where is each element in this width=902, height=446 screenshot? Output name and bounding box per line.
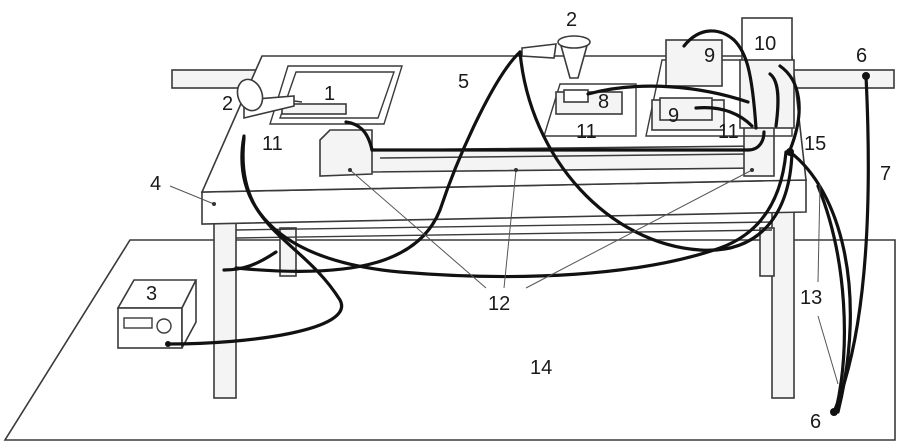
- label-ground-top: 6: [856, 45, 867, 67]
- label-sample: 1: [324, 83, 335, 105]
- horn-top: [521, 35, 591, 79]
- sample-plate-right: [645, 59, 793, 137]
- power-supply: [116, 279, 198, 349]
- label-horn-left: 2: [222, 93, 233, 115]
- leader-lines: [169, 169, 839, 385]
- label-table-leg-marker: 4: [150, 173, 161, 195]
- cables: [166, 29, 870, 414]
- label-plate-left: 11: [262, 133, 283, 155]
- label-ground-wire: 7: [880, 163, 891, 185]
- label-meter: 10: [754, 33, 776, 55]
- table-apron: [201, 179, 807, 239]
- connector-box-left: [319, 129, 373, 177]
- label-plate-right: 11: [718, 121, 739, 143]
- label-power-supply: 3: [146, 283, 157, 305]
- label-ground-bottom: 6: [810, 411, 821, 433]
- label-leads: 13: [800, 287, 822, 309]
- label-block-a: 9: [704, 45, 715, 67]
- meter: [739, 17, 795, 129]
- label-floor-mat: 14: [530, 357, 552, 379]
- ground-points: [165, 72, 870, 416]
- label-points: 12: [488, 293, 510, 315]
- label-sample-top: 8: [598, 91, 609, 113]
- horn-left: [236, 78, 303, 120]
- sample-plate-mid: [543, 83, 637, 137]
- label-tabletop: 5: [458, 71, 469, 93]
- label-junction: 15: [804, 133, 826, 155]
- reference-dots: [212, 168, 754, 206]
- label-block-b: 9: [668, 105, 679, 127]
- block-upper: [665, 39, 723, 87]
- label-horn-top: 2: [566, 9, 577, 31]
- label-plate-mid: 11: [576, 121, 597, 143]
